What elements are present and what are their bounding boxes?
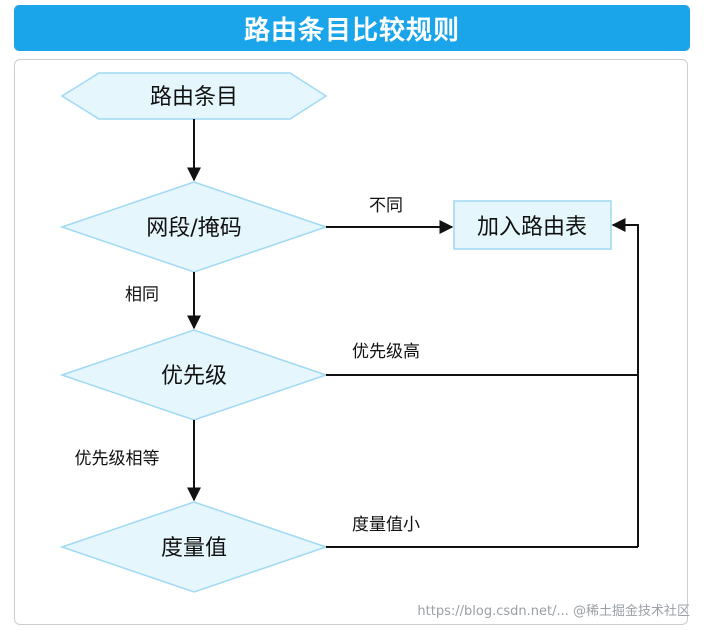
- edge-label-different: 不同: [369, 196, 403, 216]
- edge-label-higher-priority: 优先级高: [352, 342, 420, 362]
- metric-decision-label: 度量值: [161, 536, 227, 561]
- add-to-table-node-shape: [453, 200, 612, 250]
- start-node-shape: [60, 72, 328, 120]
- add-to-table-node-label: 加入路由表: [477, 215, 587, 240]
- diagram-frame: [14, 59, 688, 625]
- watermark-text: https://blog.csdn.net/... @稀土掘金技术社区: [417, 603, 690, 619]
- diagram-title-banner: 路由条目比较规则: [14, 5, 690, 51]
- start-node-label: 路由条目: [150, 85, 238, 110]
- edge-label-same: 相同: [125, 285, 159, 305]
- edge-label-equal-priority: 优先级相等: [75, 449, 160, 469]
- edge-right-rail-to-add: [611, 218, 639, 547]
- netmask-decision-label: 网段/掩码: [146, 216, 241, 241]
- priority-decision-label: 优先级: [161, 364, 227, 389]
- edge-label-lower-metric: 度量值小: [352, 515, 420, 535]
